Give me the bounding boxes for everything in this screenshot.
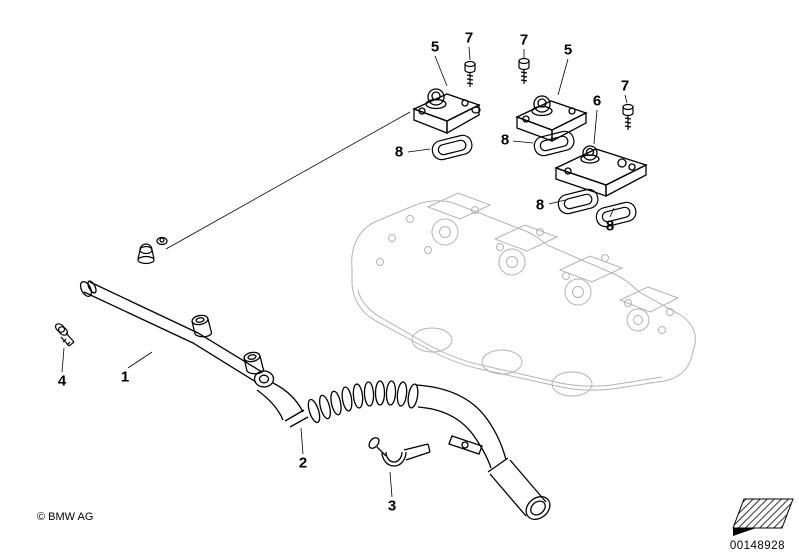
callout-label-8: 8 <box>535 196 545 214</box>
callout-label-7: 7 <box>620 77 630 95</box>
screw-part-7b <box>518 57 530 84</box>
callout-label-5: 5 <box>430 38 440 56</box>
callout-label-5: 5 <box>563 41 573 59</box>
hatched-plate-icon <box>732 498 794 536</box>
callout-label-3: 3 <box>387 497 397 515</box>
callout-label-1: 1 <box>120 368 130 386</box>
cylinder-head-cover-drawing <box>351 192 696 397</box>
callout-label-2: 2 <box>298 454 308 472</box>
part-number: 00148928 <box>729 540 785 552</box>
grommet-pair <box>137 236 168 265</box>
screw-part-4 <box>54 323 75 347</box>
corrugated-vent-hose-part <box>256 380 551 520</box>
breather-pipe-part <box>79 280 275 388</box>
gasket-2 <box>533 130 575 157</box>
callout-label-4: 4 <box>57 372 67 390</box>
hose-clamp-part <box>368 437 431 467</box>
copyright-text: © BMW AG <box>37 511 94 523</box>
screw-part-7c <box>622 103 634 130</box>
vent-valve-cover-front-left <box>412 88 481 135</box>
callout-label-8: 8 <box>394 143 404 161</box>
callout-label-6: 6 <box>592 92 602 110</box>
gasket-4 <box>595 201 637 228</box>
gasket-3 <box>557 188 599 215</box>
vent-valve-cover-front-right <box>515 95 588 143</box>
vent-cover-rear <box>554 145 648 198</box>
leader-lines <box>61 46 628 498</box>
gasket-1 <box>431 134 473 161</box>
callout-label-8: 8 <box>605 217 615 235</box>
screw-part-7a <box>464 60 476 87</box>
callout-label-7: 7 <box>519 31 529 49</box>
callout-label-8: 8 <box>500 131 510 149</box>
callout-label-7: 7 <box>464 29 474 47</box>
